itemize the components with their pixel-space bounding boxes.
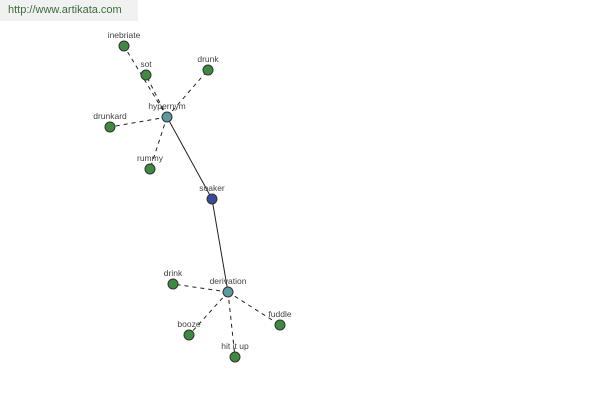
edge-hypernym-rummy	[149, 116, 168, 170]
node-drink[interactable]	[167, 278, 179, 290]
node-sot[interactable]	[140, 69, 152, 81]
node-label-derivation[interactable]: derivation	[210, 276, 247, 286]
edge-hypernym-inebriate	[123, 45, 168, 118]
node-label-rummy[interactable]: rummy	[137, 153, 164, 163]
node-fuddle[interactable]	[274, 319, 286, 331]
edge-derivation-booze	[188, 291, 229, 336]
node-drunk[interactable]	[202, 64, 214, 76]
node-label-hit-it-up[interactable]: hit it up	[221, 341, 249, 351]
edge-hypernym-drunkard	[109, 116, 168, 128]
node-label-inebriate[interactable]: inebriate	[108, 30, 141, 40]
node-soaker[interactable]	[206, 193, 218, 205]
edge-derivation-hit-it-up	[227, 291, 236, 358]
node-label-booze[interactable]: booze	[177, 319, 200, 329]
edge-derivation-fuddle	[227, 291, 281, 326]
node-label-drunkard[interactable]: drunkard	[93, 111, 127, 121]
node-label-drink[interactable]: drink	[164, 268, 183, 278]
node-label-hypernym[interactable]: hypernym	[148, 101, 185, 111]
edge-soaker-hypernym	[166, 116, 213, 200]
edge-soaker-derivation	[211, 198, 229, 293]
node-hit-it-up[interactable]	[229, 351, 241, 363]
node-drunkard[interactable]	[104, 121, 116, 133]
graph-edges	[109, 45, 281, 358]
node-label-soaker[interactable]: soaker	[199, 183, 225, 193]
node-label-drunk[interactable]: drunk	[197, 54, 219, 64]
site-url-label[interactable]: http://www.artikata.com	[0, 0, 138, 21]
graph-nodes: inebriate sot drunk drunkard rummy drink booze…	[93, 30, 292, 363]
edge-derivation-drink	[172, 283, 229, 293]
node-derivation[interactable]	[222, 286, 234, 298]
node-inebriate[interactable]	[118, 40, 130, 52]
node-rummy[interactable]	[144, 163, 156, 175]
node-booze[interactable]	[183, 329, 195, 341]
edge-hypernym-drunk	[166, 69, 209, 118]
node-hypernym[interactable]	[161, 111, 173, 123]
node-label-sot[interactable]: sot	[140, 59, 152, 69]
node-label-fuddle[interactable]: fuddle	[268, 309, 291, 319]
